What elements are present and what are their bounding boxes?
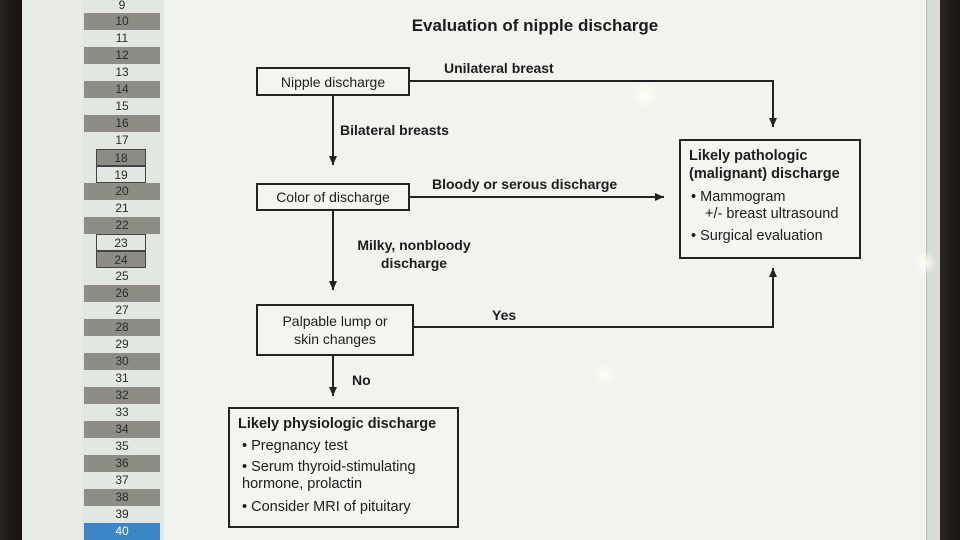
row-header-selected[interactable]: 40 bbox=[84, 523, 160, 540]
edge-unilateral-arrow bbox=[410, 80, 777, 127]
row-header[interactable]: 29 bbox=[115, 337, 129, 351]
monitor-bezel-right bbox=[940, 0, 960, 540]
row-header[interactable]: 10 bbox=[84, 13, 160, 30]
row-header[interactable]: 22 bbox=[84, 217, 160, 234]
row-header[interactable]: 26 bbox=[84, 285, 160, 302]
node-color-of-discharge: Color of discharge bbox=[256, 183, 410, 211]
row-header[interactable]: 14 bbox=[84, 81, 160, 98]
row-header[interactable]: 35 bbox=[115, 439, 129, 453]
row-header[interactable]: 20 bbox=[84, 183, 160, 200]
row-header[interactable]: 15 bbox=[115, 99, 129, 113]
node-pathologic-discharge: Likely pathologic (malignant) discharge … bbox=[679, 139, 861, 259]
spreadsheet-gutter bbox=[22, 0, 82, 540]
node-physiologic-discharge: Likely physiologic discharge Pregnancy t… bbox=[228, 407, 459, 528]
row-header[interactable]: 37 bbox=[115, 473, 129, 487]
pathologic-item-surgical: Surgical evaluation bbox=[691, 228, 851, 245]
edge-label-unilateral: Unilateral breast bbox=[444, 60, 554, 76]
pathologic-item-ultrasound: +/- breast ultrasound bbox=[705, 206, 839, 222]
row-header[interactable]: 21 bbox=[115, 201, 129, 215]
node-palpable-lump-label: Palpable lump or skin changes bbox=[282, 313, 388, 347]
row-header[interactable]: 13 bbox=[115, 65, 129, 79]
node-palpable-lump: Palpable lump or skin changes bbox=[256, 304, 414, 356]
edge-label-milky: Milky, nonbloody discharge bbox=[357, 237, 471, 271]
row-header[interactable]: 31 bbox=[115, 371, 129, 385]
physiologic-item-thyroid: Serum thyroid-stimulating hormone, prola… bbox=[242, 459, 447, 493]
row-header[interactable]: 39 bbox=[115, 507, 129, 521]
row-header[interactable]: 34 bbox=[84, 421, 160, 438]
node-nipple-discharge: Nipple discharge bbox=[256, 67, 410, 96]
row-number-column: 9 10 11 12 13 14 15 16 17 18 19 20 21 22… bbox=[82, 0, 165, 540]
physiologic-item-pregnancy: Pregnancy test bbox=[242, 438, 449, 455]
edge-label-bloody: Bloody or serous discharge bbox=[432, 176, 618, 192]
row-header[interactable]: 17 bbox=[115, 133, 129, 147]
row-header[interactable]: 24 bbox=[96, 251, 146, 268]
row-header[interactable]: 36 bbox=[84, 455, 160, 472]
vertical-scrollbar[interactable] bbox=[926, 0, 941, 540]
node-color-of-discharge-label: Color of discharge bbox=[276, 189, 390, 205]
row-header[interactable]: 16 bbox=[84, 115, 160, 132]
physiologic-item-mri: Consider MRI of pituitary bbox=[242, 499, 449, 516]
row-header[interactable]: 18 bbox=[96, 149, 146, 166]
monitor-bezel-left bbox=[0, 0, 22, 540]
row-header[interactable]: 9 bbox=[118, 0, 126, 12]
node-nipple-discharge-label: Nipple discharge bbox=[280, 73, 386, 90]
embedded-flowchart-slide[interactable]: Evaluation of nipple discharge Nipple di… bbox=[164, 0, 926, 540]
row-header[interactable]: 38 bbox=[84, 489, 160, 506]
pathologic-item-mammogram: Mammogram bbox=[691, 189, 851, 206]
flowchart-connectors bbox=[329, 80, 777, 396]
row-header[interactable]: 23 bbox=[96, 234, 146, 251]
slide-title: Evaluation of nipple discharge bbox=[411, 16, 659, 35]
edge-label-bilateral: Bilateral breasts bbox=[340, 122, 449, 138]
row-header[interactable]: 25 bbox=[115, 269, 129, 283]
row-header[interactable]: 28 bbox=[84, 319, 160, 336]
row-header[interactable]: 30 bbox=[84, 353, 160, 370]
row-header[interactable]: 27 bbox=[115, 303, 129, 317]
row-header[interactable]: 19 bbox=[96, 166, 146, 183]
row-header[interactable]: 12 bbox=[84, 47, 160, 64]
row-header[interactable]: 33 bbox=[115, 405, 129, 419]
edge-label-yes: Yes bbox=[492, 307, 517, 323]
edge-yes-arrow bbox=[414, 268, 777, 328]
physiologic-title: Likely physiologic discharge bbox=[238, 416, 437, 432]
pathologic-title: Likely pathologic (malignant) discharge bbox=[689, 148, 840, 182]
row-header[interactable]: 11 bbox=[115, 31, 129, 45]
row-header[interactable]: 32 bbox=[84, 387, 160, 404]
edge-label-no: No bbox=[352, 372, 371, 388]
